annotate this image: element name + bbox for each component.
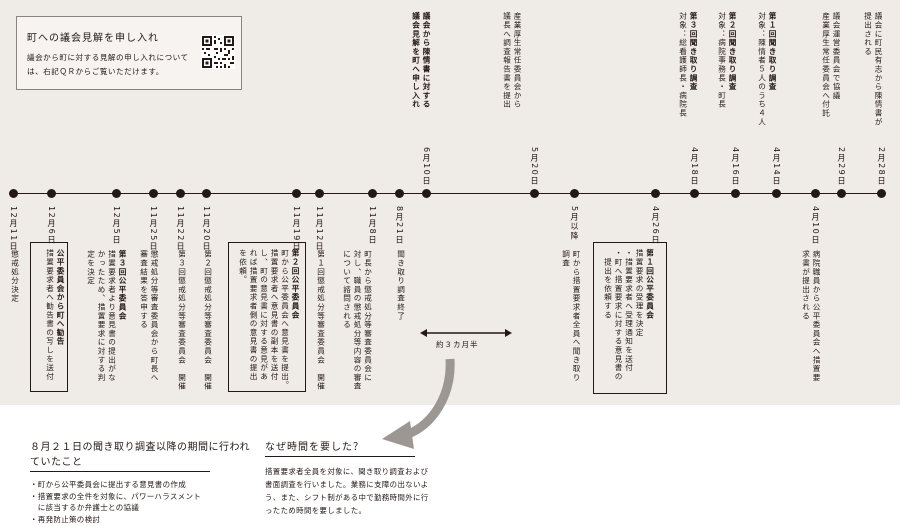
timeline-dot — [731, 189, 740, 198]
event-1205: 第３回公平委員会措置要求者より意見書の提出がなかったため、措置要求に対する判定を… — [86, 250, 128, 382]
timeline-dot — [292, 189, 301, 198]
qr-code-icon[interactable] — [201, 35, 235, 69]
timeline-dot — [9, 189, 18, 198]
event-1211: 懲戒処分決定 — [10, 250, 20, 303]
timeline-dot — [112, 189, 121, 198]
date-0229: 2月29日 — [837, 147, 846, 186]
timeline-dot — [315, 189, 324, 198]
event-1112: 第１回懲戒処分等審査委員会 開催 — [316, 250, 326, 391]
left-section-list: ・町から公平委員会に提出する意見書の作成 ・措置要求の全件を対象に、パワーハラス… — [30, 479, 201, 525]
date-1120: 11月20日 — [202, 206, 211, 252]
event-0416: 第２回聞き取り調査対象：病院事務長・町長 — [717, 12, 738, 109]
timeline-dot — [570, 189, 579, 198]
event-1108: 町長から懲戒処分等審査委員会に対し、職員の懲戒処分等内容の審査について諮問される — [342, 250, 373, 391]
date-0414: 4月14日 — [772, 147, 781, 186]
divider — [30, 471, 210, 472]
curved-arrow-icon — [382, 358, 455, 449]
event-1125: 懲戒処分等審査委員会から町長へ審査結果を答申する — [139, 250, 160, 382]
timeline-dot — [47, 189, 56, 198]
list-item: ・再発防止策の検討 — [30, 514, 101, 524]
timeline-dot — [368, 189, 377, 198]
date-1108: 11月8日 — [368, 206, 377, 245]
date-0418: 4月18日 — [690, 147, 699, 186]
event-1122: 第３回懲戒処分等審査委員会 開催 — [177, 250, 187, 391]
timeline-dot — [690, 189, 699, 198]
notice-box: 町への議会見解を申し入れ 議会から町に対する見解の申し入れについては、右記ＱＲか… — [16, 16, 242, 90]
date-0821: 8月21日 — [395, 206, 404, 245]
timeline-axis — [12, 193, 886, 195]
event-0821: 聞き取り調査終了 — [396, 250, 406, 321]
timeline-dot — [651, 189, 660, 198]
timeline-dot — [530, 189, 539, 198]
date-1112: 11月12日 — [315, 206, 324, 252]
timeline-dot — [395, 189, 404, 198]
event-0610: 議会から陳情書に対する議会見解を町へ申し入れ — [411, 12, 432, 109]
double-arrow-icon — [420, 329, 512, 337]
date-1122: 11月22日 — [176, 206, 185, 252]
timeline-dot — [202, 189, 211, 198]
date-0610: 6月10日 — [422, 147, 431, 186]
event-1119-box: 第２回公平委員会町から公平委員会へ意見書を提出。措置要求者へ意見書の副本を送付し… — [228, 242, 306, 392]
why-section-title: なぜ時間を要した？ — [265, 442, 364, 453]
timeline-dot — [772, 189, 781, 198]
event-0228: 議会に町民有志から陳情書が提出される — [863, 12, 884, 127]
why-section-header: なぜ時間を要した？ — [265, 436, 415, 457]
event-1119: 第２回公平委員会町から公平委員会へ意見書を提出。措置要求者へ意見書の副本を送付し… — [238, 249, 301, 390]
timeline-dot — [837, 189, 846, 198]
timeline-dot — [176, 189, 185, 198]
event-0426-box: 第１回公平委員会措置要求の受理を決定・措置要求者へ受理通知を送付・町へ措置要求に… — [593, 242, 667, 394]
span-label: 約３カ月半 — [436, 340, 479, 349]
event-1206-box: 公平委員会から町へ勧告措置要求者へ勧告書の写しを送付 — [30, 242, 68, 392]
notice-title: 町への議会見解を申し入れ — [27, 33, 159, 44]
event-0426: 第１回公平委員会措置要求の受理を決定・措置要求者へ受理通知を送付・町へ措置要求に… — [603, 249, 655, 381]
event-0410: 病院職員から公平委員会へ措置要求書が提出される — [801, 250, 822, 382]
timeline-dot — [811, 189, 820, 198]
timeline-dot — [877, 189, 886, 198]
date-1125: 11月25日 — [149, 206, 158, 252]
date-0426: 4月26日 — [651, 206, 660, 245]
event-1206: 公平委員会から町へ勧告措置要求者へ勧告書の写しを送付 — [45, 249, 66, 381]
event-0520: 産業厚生常任委員会から議長へ調査報告書を提出 — [502, 12, 523, 109]
date-1211: 12月11日 — [9, 206, 18, 252]
date-0410: 4月10日 — [811, 206, 820, 245]
date-0416: 4月16日 — [731, 147, 740, 186]
event-0500: 町から措置要求者全員へ聞き取り調査 — [561, 250, 582, 382]
event-1120: 第２回懲戒処分等審査委員会 開催 — [203, 250, 213, 391]
event-0414: 第１回聞き取り調査対象：陳情者５人のうち４人 — [757, 12, 778, 127]
list-item: に該当するか弁護士との協議 — [30, 503, 140, 512]
date-0228: 2月28日 — [877, 147, 886, 186]
timeline-dot — [149, 189, 158, 198]
list-item: ・措置要求の全件を対象に、パワーハラスメント — [30, 491, 202, 501]
why-section-body: 措置要求者全員を対象に、聞き取り調査および書面調査を行いました。業務に支障の出な… — [265, 467, 429, 515]
date-1205: 12月5日 — [112, 206, 121, 245]
left-section-title: ８月２１日の聞き取り調査以降の期間に行われていたこと — [30, 442, 250, 468]
date-0500: 5月以降 — [570, 206, 579, 242]
date-0520: 5月20日 — [530, 147, 539, 186]
event-0229: 議会運営委員会で協議産業厚生常任委員会へ付託 — [821, 12, 842, 118]
date-1119: 11月19日 — [292, 206, 301, 252]
timeline-dot — [422, 189, 431, 198]
list-item: ・町から公平委員会に提出する意見書の作成 — [30, 480, 186, 489]
notice-body: 議会から町に対する見解の申し入れについては、右記ＱＲからご覧いただけます。 — [27, 53, 189, 76]
date-1206: 12月6日 — [47, 206, 56, 245]
event-0418: 第３回聞き取り調査対象：総看護師長・病院長 — [678, 12, 699, 118]
